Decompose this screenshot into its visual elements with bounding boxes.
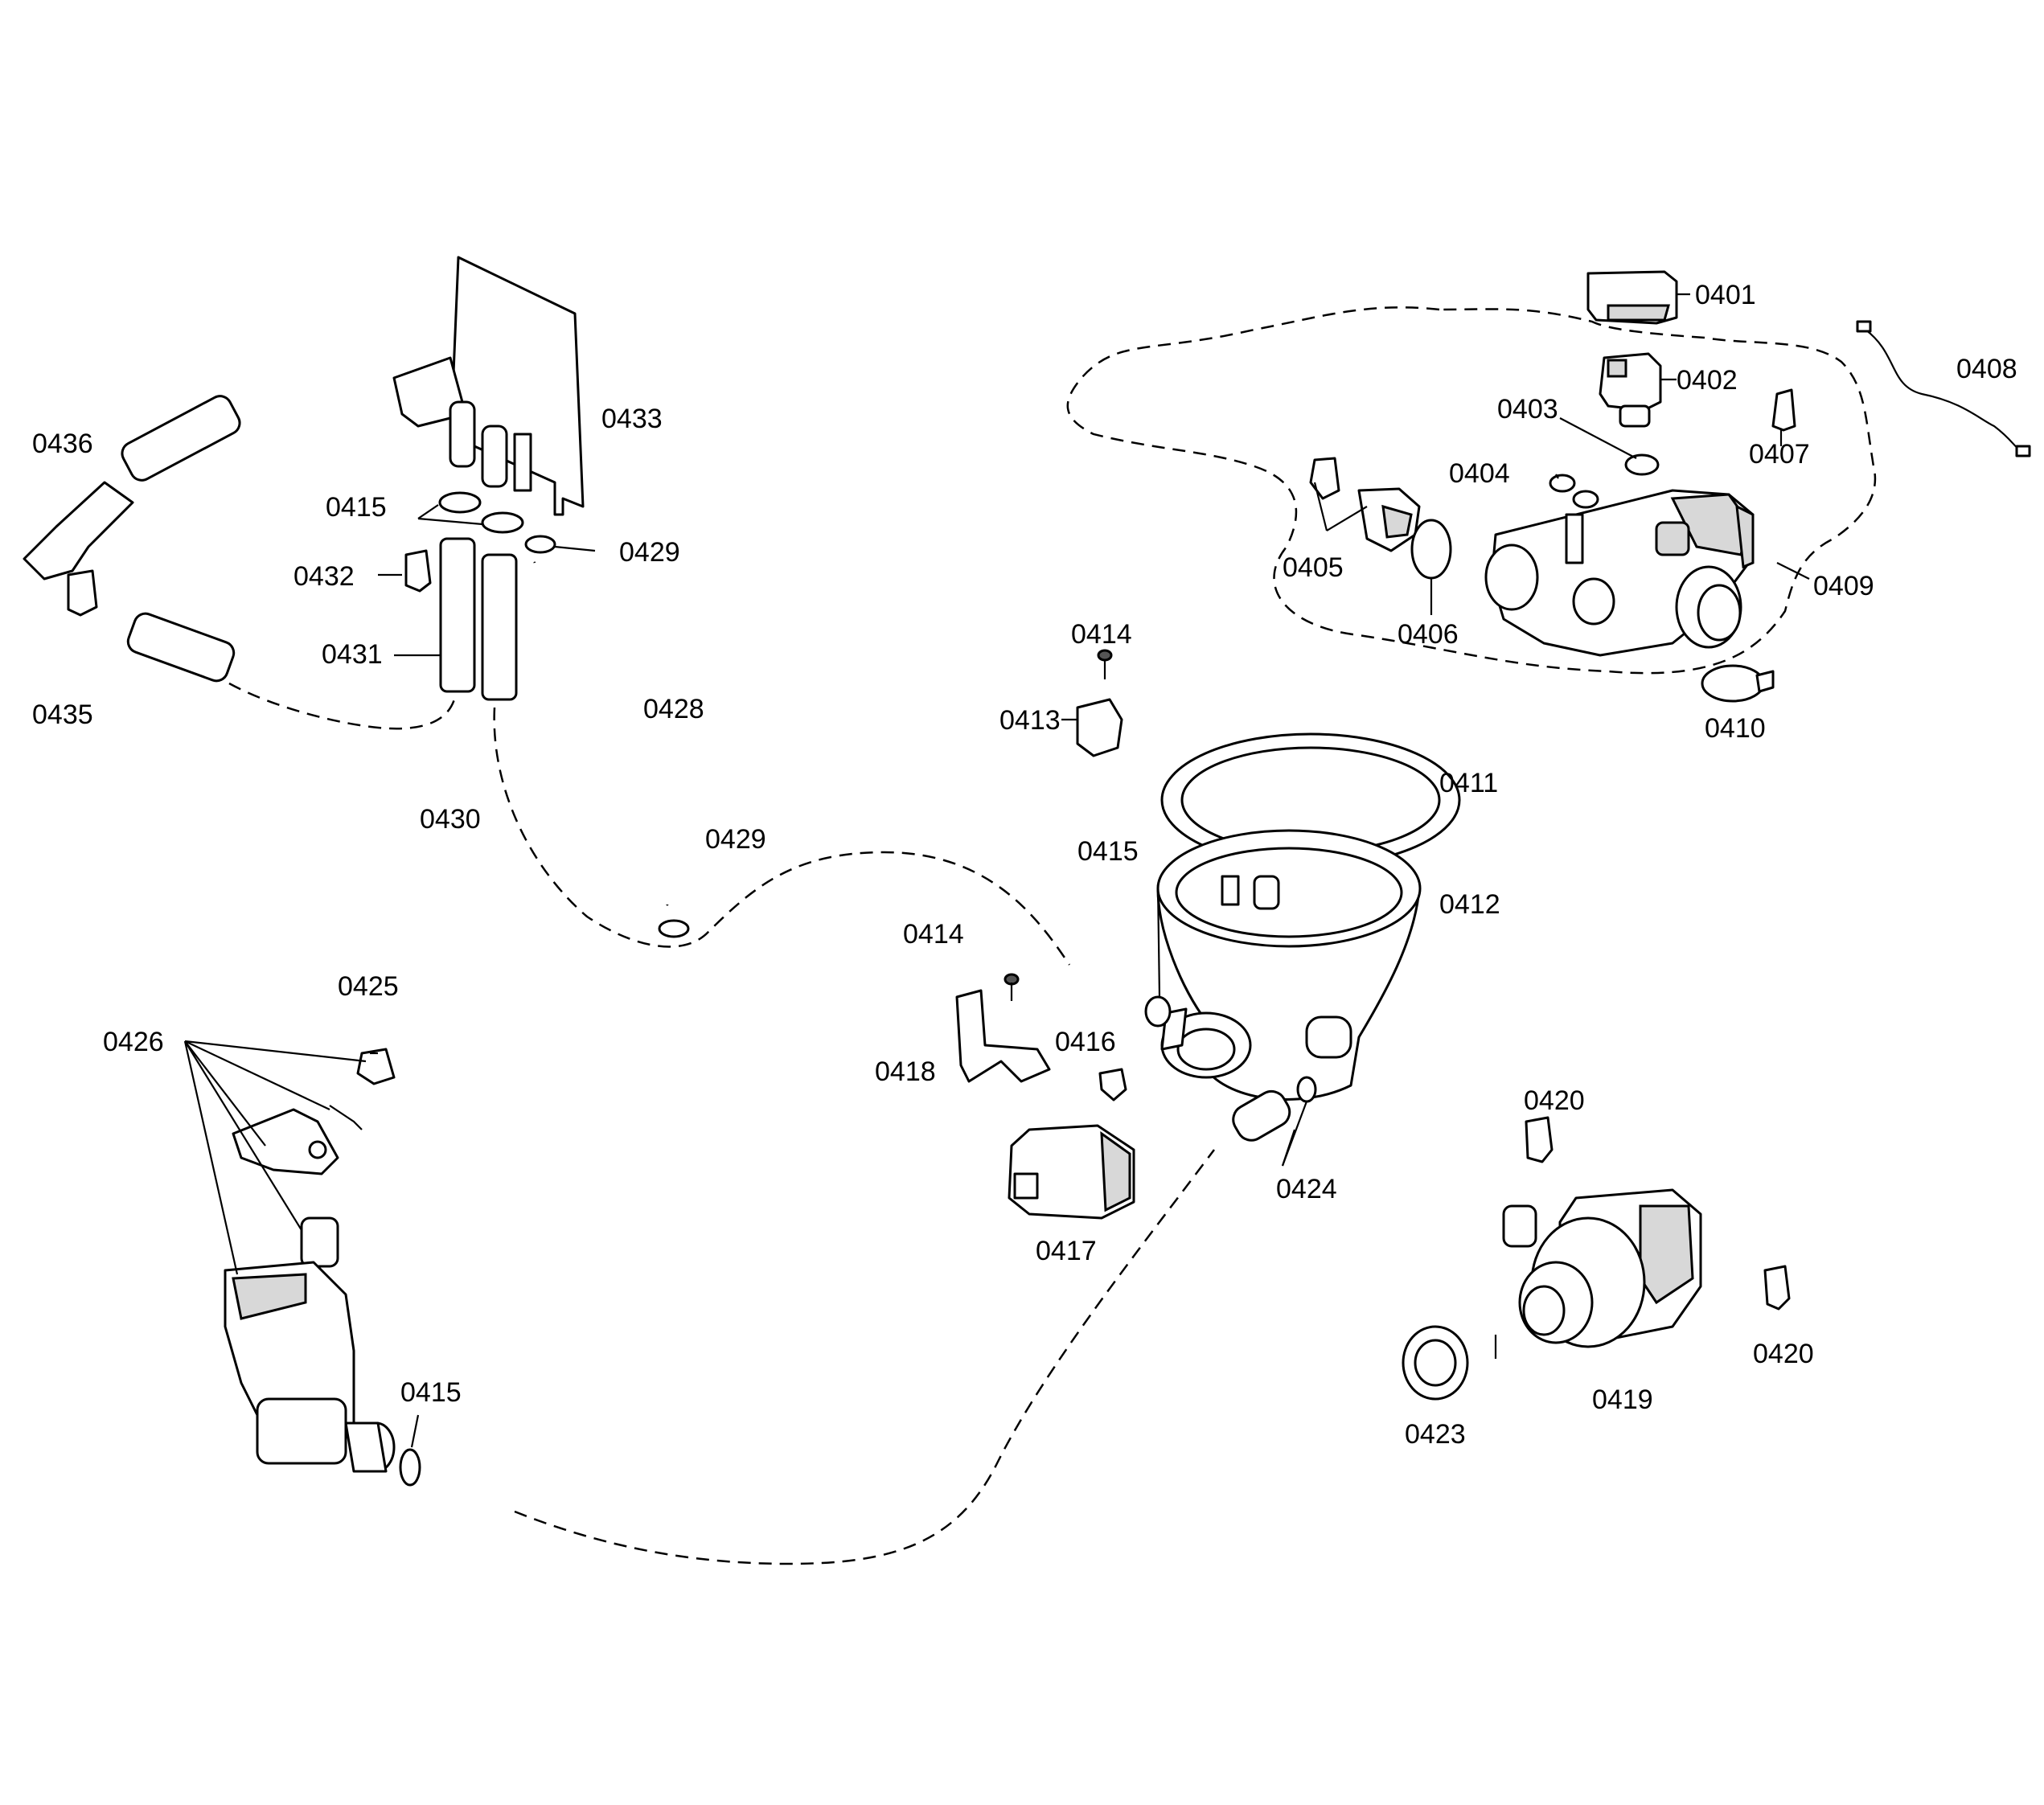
label-0413: 0413 (999, 705, 1061, 736)
label-0420-right: 0420 (1753, 1339, 1814, 1369)
part-0431-hose (439, 537, 476, 693)
label-0405: 0405 (1283, 552, 1344, 583)
label-0426: 0426 (103, 1027, 164, 1057)
part-0411-sump-seal (1160, 732, 1461, 868)
part-0415-oring-mid (1144, 995, 1172, 1028)
part-0404-oring-b (1572, 490, 1599, 509)
part-0409-heater-assembly (1484, 489, 1755, 657)
label-0406: 0406 (1398, 619, 1459, 650)
label-0411: 0411 (1439, 768, 1498, 798)
part-0430-hose (481, 553, 518, 701)
part-0420-clip-top (1525, 1116, 1554, 1163)
part-0429-clamp-low (658, 919, 690, 938)
part-0433-distribution-panel (392, 256, 585, 516)
part-0419-circulation-pump (1502, 1188, 1702, 1348)
part-0403-oring (1624, 453, 1660, 476)
label-0433: 0433 (601, 404, 663, 434)
label-0429-low: 0429 (705, 824, 766, 855)
part-0418-bracket (955, 989, 1051, 1083)
label-0417: 0417 (1036, 1236, 1097, 1266)
part-0426-drain-pump-assembly (224, 1105, 396, 1473)
part-0408-wire (1856, 320, 2031, 457)
label-0418: 0418 (875, 1056, 936, 1087)
part-0436-hoses (23, 395, 241, 683)
part-0415-oring-top-b (481, 511, 524, 534)
label-0415-low: 0415 (400, 1377, 462, 1408)
label-0407: 0407 (1749, 439, 1810, 470)
part-0435-clip (67, 569, 98, 617)
label-0423: 0423 (1405, 1419, 1466, 1450)
part-0401-cover (1586, 270, 1678, 325)
part-0428-hose (527, 560, 679, 906)
label-0435: 0435 (32, 699, 93, 730)
label-0419: 0419 (1592, 1385, 1653, 1415)
part-0405-valve (1309, 457, 1421, 552)
part-0417-drain-valve (1008, 1124, 1135, 1220)
label-0409: 0409 (1813, 571, 1874, 601)
part-0424-hose-seal (1232, 1076, 1317, 1142)
part-labels: 0401 0402 0403 0404 0405 0406 0407 0408 … (32, 280, 2017, 1450)
label-0431: 0431 (322, 639, 383, 670)
label-0414-top: 0414 (1071, 619, 1132, 650)
part-0412-sump (1156, 829, 1422, 1101)
label-0428: 0428 (643, 694, 704, 724)
label-0415-mid: 0415 (1077, 836, 1139, 867)
label-0425: 0425 (338, 971, 399, 1002)
part-0415-oring-low (399, 1448, 421, 1487)
label-0415-top: 0415 (326, 492, 387, 523)
label-0408: 0408 (1956, 354, 2017, 384)
part-0423-grommet (1402, 1325, 1469, 1401)
label-0410: 0410 (1705, 713, 1766, 744)
label-0430: 0430 (420, 804, 481, 835)
label-0416: 0416 (1055, 1027, 1116, 1057)
part-0414-screw-mid (1004, 973, 1020, 1001)
leader-lines (183, 293, 1810, 1448)
part-0410-clamp (1701, 664, 1775, 703)
part-0425-clip (356, 1048, 396, 1085)
part-0432-clip (404, 549, 432, 593)
part-0420-clip-right (1763, 1265, 1791, 1311)
label-0403: 0403 (1497, 394, 1558, 425)
label-0404: 0404 (1449, 458, 1510, 489)
part-0413-bracket (1076, 698, 1123, 757)
label-0420-top: 0420 (1524, 1085, 1585, 1116)
part-0402-sensor (1599, 352, 1662, 428)
label-0414-mid: 0414 (903, 919, 964, 950)
label-0402: 0402 (1677, 365, 1738, 396)
label-0412: 0412 (1439, 889, 1500, 920)
dashed-hose-route-0435 (228, 682, 456, 730)
label-0436: 0436 (32, 429, 93, 459)
part-0414-screw-top (1097, 649, 1113, 679)
label-0424: 0424 (1276, 1174, 1337, 1204)
dashed-hose-route-0430 (493, 707, 1071, 966)
part-0429-clamp-top (524, 535, 556, 554)
label-0429-top: 0429 (619, 537, 680, 568)
part-0404-oring-a (1549, 474, 1576, 493)
part-0416-clip (1098, 1068, 1127, 1101)
part-0415-oring-top-a (438, 491, 482, 514)
dashed-group-outline-0409 (1066, 306, 1877, 675)
label-0401: 0401 (1695, 280, 1756, 310)
dashed-hose-route-pump (514, 1149, 1215, 1565)
label-0432: 0432 (293, 561, 355, 592)
part-0407-clip (1771, 388, 1796, 432)
part-0406-gasket (1410, 519, 1452, 580)
